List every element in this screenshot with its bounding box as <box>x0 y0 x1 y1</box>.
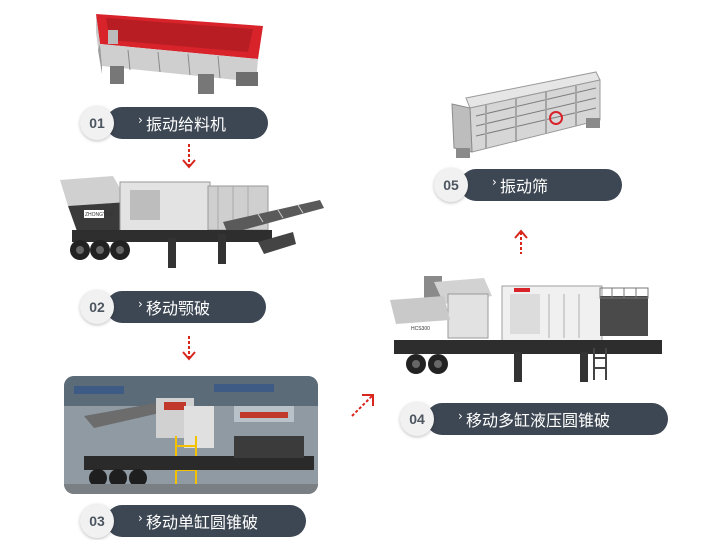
chevron-right-icon: › <box>138 511 143 525</box>
step-number: 02 <box>80 290 114 324</box>
step-02: › 移动颚破 02 <box>80 290 270 324</box>
step-label: 移动颚破 <box>146 299 211 318</box>
step-number: 03 <box>80 504 114 538</box>
step-label: 移动单缸圆锥破 <box>146 513 259 532</box>
step-05: › 振动筛 05 <box>434 168 634 202</box>
step-number: 04 <box>400 402 434 436</box>
step-label-pill: › 移动多缸液压圆锥破 <box>426 403 668 435</box>
step-number: 05 <box>434 168 468 202</box>
step-label-pill: › 振动给料机 <box>106 107 268 139</box>
machine-plate-text: HCS300 <box>411 326 430 332</box>
mobile-jaw-crusher-image: ZHONGYUE <box>60 176 324 268</box>
step-number: 01 <box>80 106 114 140</box>
step-label-pill: › 移动单缸圆锥破 <box>106 505 306 537</box>
chevron-right-icon: › <box>458 409 463 423</box>
chevron-right-icon: › <box>138 297 143 311</box>
machine-plate-text: ZHONGYUE <box>85 212 114 218</box>
chevron-right-icon: › <box>138 113 143 127</box>
chevron-right-icon: › <box>492 175 497 189</box>
mobile-cone-crusher-photo <box>64 376 318 494</box>
step-03: › 移动单缸圆锥破 03 <box>80 504 310 538</box>
step-label: 移动多缸液压圆锥破 <box>466 411 611 430</box>
arrow-down-icon <box>182 144 196 169</box>
step-label-pill: › 振动筛 <box>460 169 622 201</box>
step-label-pill: › 移动颚破 <box>106 291 266 323</box>
mobile-multi-cylinder-cone-crusher-image: HCS300 <box>390 276 662 382</box>
vibrating-screen-image <box>451 71 601 158</box>
step-label: 振动给料机 <box>146 115 227 134</box>
step-01: › 振动给料机 01 <box>80 106 270 140</box>
vibrating-feeder-image <box>96 14 263 94</box>
arrow-down-icon <box>182 336 196 361</box>
arrow-diagonal-icon <box>351 394 374 417</box>
arrow-up-icon <box>514 229 528 254</box>
step-label: 振动筛 <box>500 177 549 196</box>
step-04: › 移动多缸液压圆锥破 04 <box>400 402 670 436</box>
site-photo-illustration <box>64 376 318 494</box>
